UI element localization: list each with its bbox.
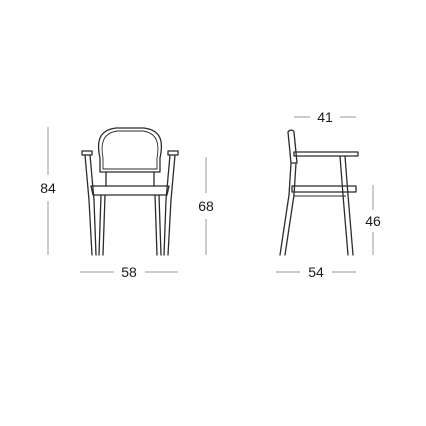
front-leg-left-front [98, 194, 106, 256]
front-leg-right-outer [167, 154, 176, 256]
front-width-dimension: 58 [80, 264, 178, 280]
side-seat [291, 185, 357, 193]
front-leg-left-outer [84, 154, 93, 256]
front-leg-left-inner [89, 154, 97, 256]
side-top-width-label: 41 [317, 109, 333, 125]
side-seat-height-dimension: 46 [365, 185, 381, 255]
side-armrest [293, 151, 359, 157]
front-height-label: 84 [40, 180, 56, 196]
front-armrest-left [81, 150, 93, 156]
front-backrest-outer [97, 127, 163, 173]
side-seat-height-label: 46 [365, 213, 381, 229]
side-depth-dimension: 54 [276, 264, 356, 280]
front-armrest-right [167, 150, 179, 156]
side-top-dimension: 41 [294, 109, 356, 125]
front-arm-height-dimension: 68 [198, 157, 214, 255]
front-width-label: 58 [121, 264, 137, 280]
front-leg-right-front [154, 194, 162, 256]
side-view: 41 46 54 [276, 109, 381, 280]
front-arm-height-label: 68 [198, 198, 214, 214]
side-front-leg-outer [344, 155, 354, 256]
front-view: 84 68 58 [40, 127, 214, 280]
side-depth-label: 54 [308, 264, 324, 280]
side-backrest [287, 129, 298, 164]
front-height-dimension: 84 [40, 127, 56, 255]
side-front-leg-inner [339, 155, 349, 256]
side-rear-leg-back [279, 162, 292, 256]
front-leg-right-inner [163, 154, 171, 256]
side-rear-leg-front [284, 162, 297, 256]
side-chair-illustration [279, 129, 359, 256]
front-backrest-inner [101, 130, 159, 170]
front-chair-illustration [81, 127, 179, 256]
front-seat [90, 185, 170, 196]
